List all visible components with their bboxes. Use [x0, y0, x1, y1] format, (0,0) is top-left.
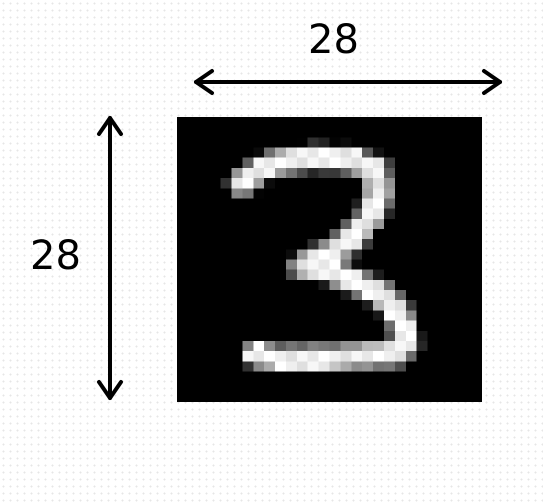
width-arrow-left-head: [194, 69, 214, 95]
width-dimension-label: 28: [308, 17, 359, 63]
width-dimension-arrow: [194, 69, 502, 95]
digit-image: [177, 117, 482, 402]
height-arrow-bottom-head: [97, 380, 123, 400]
height-dimension-label: 28: [30, 233, 81, 279]
height-dimension-arrow: [97, 116, 123, 400]
height-arrow-top-head: [97, 116, 123, 136]
digit-pixel-grid: [177, 117, 482, 402]
width-arrow-right-head: [482, 69, 502, 95]
